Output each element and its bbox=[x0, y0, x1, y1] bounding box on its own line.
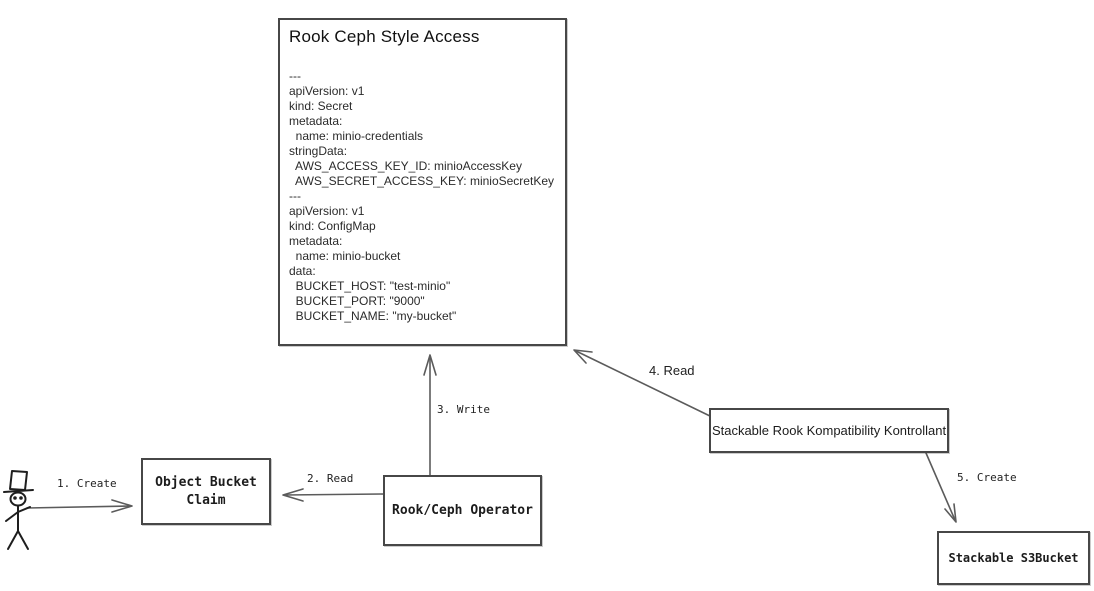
yaml-line: BUCKET_HOST: "test-minio" bbox=[289, 279, 451, 293]
arrow-read-obc bbox=[282, 488, 384, 502]
node-label: Stackable S3Bucket bbox=[948, 551, 1079, 565]
yaml-line: AWS_ACCESS_KEY_ID: minioAccessKey bbox=[289, 159, 522, 173]
edge-label-1-create: 1. Create bbox=[57, 477, 117, 490]
node-stackable-kontrollant: Stackable Rook Kompatibility Kontrollant bbox=[709, 408, 949, 453]
arrow-write-bigbox bbox=[423, 354, 437, 478]
yaml-line: stringData: bbox=[289, 144, 348, 158]
yaml-line: apiVersion: v1 bbox=[289, 84, 365, 98]
edge-label-4-read: 4. Read bbox=[649, 363, 695, 378]
node-stackable-s3bucket: Stackable S3Bucket bbox=[937, 531, 1090, 585]
edge-label-2-read: 2. Read bbox=[307, 472, 354, 485]
node-rook-ceph-style-access: Rook Ceph Style Access --- apiVersion: v… bbox=[278, 18, 567, 346]
yaml-line: apiVersion: v1 bbox=[289, 204, 365, 218]
yaml-line: BUCKET_PORT: "9000" bbox=[289, 294, 425, 308]
arrow-create-obc bbox=[26, 499, 133, 513]
yaml-line: AWS_SECRET_ACCESS_KEY: minioSecretKey bbox=[289, 174, 554, 188]
node-object-bucket-claim: Object Bucket Claim bbox=[141, 458, 271, 525]
yaml-line: metadata: bbox=[289, 234, 343, 248]
yaml-line: name: minio-bucket bbox=[289, 249, 401, 263]
node-label: Rook/Ceph Operator bbox=[392, 503, 533, 518]
edge-label-5-create: 5. Create bbox=[957, 471, 1017, 484]
arrow-read-bigbox bbox=[573, 349, 713, 418]
yaml-line: BUCKET_NAME: "my-bucket" bbox=[289, 309, 457, 323]
edge-label-3-write: 3. Write bbox=[437, 403, 490, 416]
yaml-line: --- bbox=[289, 189, 301, 203]
stick-figure-icon bbox=[3, 470, 34, 550]
yaml-line: kind: ConfigMap bbox=[289, 219, 376, 233]
node-label: Object Bucket Claim bbox=[155, 474, 257, 508]
arrow-create-s3 bbox=[925, 452, 957, 523]
node-rook-ceph-operator: Rook/Ceph Operator bbox=[383, 475, 542, 546]
yaml-line: kind: Secret bbox=[289, 99, 353, 113]
node-label: Stackable Rook Kompatibility Kontrollant bbox=[711, 423, 947, 438]
yaml-code-block: --- apiVersion: v1 kind: Secret metadata… bbox=[289, 69, 556, 324]
node-title: Rook Ceph Style Access bbox=[289, 27, 480, 46]
yaml-line: metadata: bbox=[289, 114, 343, 128]
yaml-line: --- bbox=[289, 69, 301, 83]
yaml-line: data: bbox=[289, 264, 316, 278]
yaml-line: name: minio-credentials bbox=[289, 129, 424, 143]
